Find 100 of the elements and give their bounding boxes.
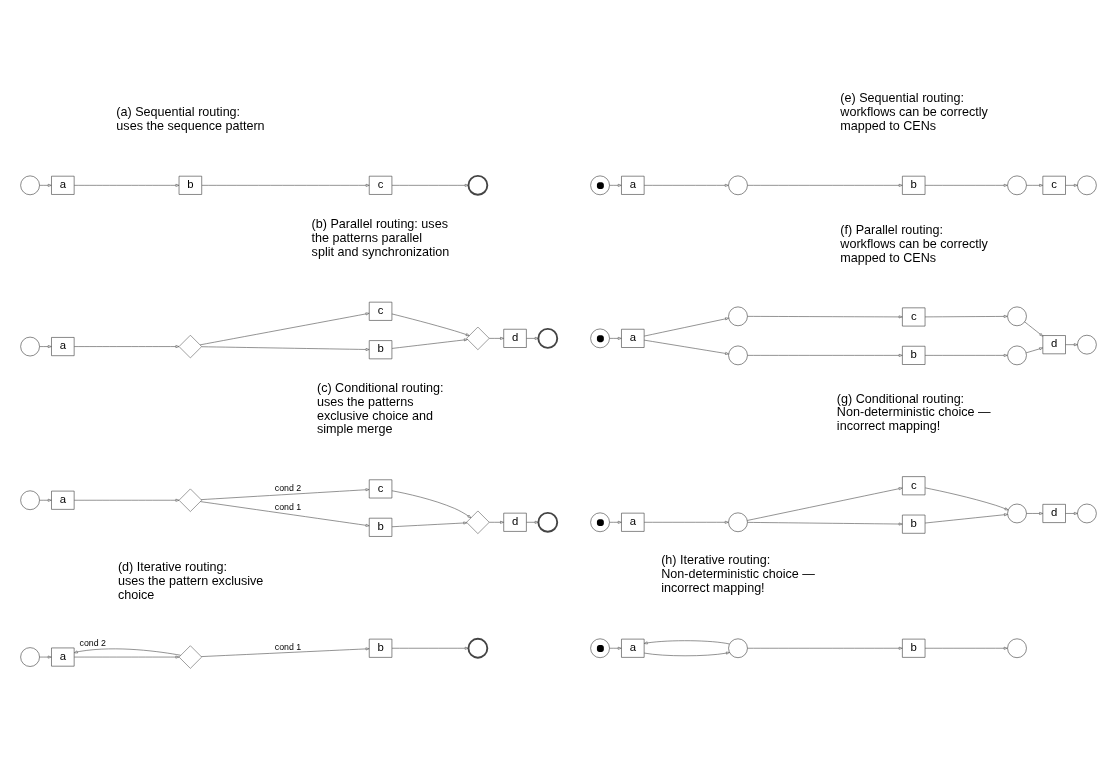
- node-circle: [1007, 638, 1027, 658]
- node-box: b: [902, 345, 926, 365]
- node-box: c: [1042, 175, 1066, 195]
- arrow: [643, 639, 730, 644]
- node-box: c: [368, 478, 393, 498]
- node-circle: [1077, 175, 1097, 195]
- arrow: [924, 646, 1008, 650]
- node-box: a: [621, 328, 645, 348]
- node-circle: [1007, 306, 1027, 326]
- arrow: [1025, 346, 1044, 353]
- node-circle: [728, 512, 748, 532]
- node-box: c: [368, 175, 393, 195]
- node-circle: [728, 306, 748, 326]
- arrow: [643, 183, 729, 187]
- node-box: b: [178, 175, 203, 195]
- node-diamond: [178, 334, 203, 358]
- node-circle: [590, 175, 610, 195]
- label: (h) Iterative routing: Non-deterministic choice — incorrect mapping!: [661, 552, 815, 595]
- arrow: [391, 338, 468, 349]
- arrow: [924, 183, 1008, 187]
- arrow: [747, 183, 903, 187]
- node-box: d: [1042, 503, 1066, 523]
- arrow: [73, 648, 181, 656]
- node-diamond: [178, 644, 203, 669]
- arrow: [488, 336, 504, 340]
- arrow: [73, 498, 180, 502]
- node-circle: [1007, 345, 1027, 365]
- arrow: [747, 315, 903, 318]
- arrow: [609, 646, 622, 650]
- node-circle: [590, 638, 610, 658]
- node-circle: [590, 328, 610, 348]
- arrow: [391, 646, 469, 650]
- arrow: [391, 521, 468, 527]
- node-circle: [728, 345, 748, 365]
- node-circle: [467, 174, 489, 196]
- node-box: a: [621, 175, 645, 195]
- arrow: [391, 183, 469, 187]
- label: (f) Parallel routing: workflows can be correctly mapped to CENs: [840, 222, 988, 265]
- node-circle: [537, 327, 559, 349]
- arrow: [747, 646, 903, 650]
- label: (d) Iterative routing: uses the pattern exclusive choice: [117, 559, 264, 602]
- edge-label: cond 2: [274, 482, 302, 493]
- arrow: [201, 183, 370, 187]
- arrow: [924, 314, 1008, 318]
- arrow: [200, 487, 370, 500]
- arrow: [643, 520, 729, 524]
- arrow: [643, 316, 729, 336]
- edge-label: cond 1: [274, 641, 302, 652]
- arrow: [609, 183, 622, 187]
- arrow: [200, 500, 370, 527]
- node-circle: [1007, 503, 1027, 523]
- node-box: c: [368, 301, 393, 321]
- arrow: [39, 183, 52, 187]
- arrow: [73, 655, 180, 658]
- arrow: [609, 520, 622, 524]
- arrow: [391, 313, 470, 336]
- arrow: [199, 312, 370, 345]
- arrow: [747, 521, 903, 525]
- node-box: d: [1042, 334, 1066, 354]
- label: (b) Parallel routing: uses the patterns parallel split and synchronization: [311, 216, 450, 259]
- node-box: b: [368, 638, 393, 658]
- arrow: [201, 345, 370, 351]
- node-circle: [1077, 503, 1097, 523]
- node-circle: [728, 638, 748, 658]
- arrow: [73, 183, 180, 187]
- arrow: [924, 512, 1008, 523]
- node-box: b: [902, 175, 926, 195]
- arrow: [201, 647, 370, 657]
- node-box: c: [902, 307, 926, 326]
- arrow: [39, 655, 52, 658]
- node-circle: [20, 489, 40, 510]
- arrow: [1065, 342, 1078, 346]
- arrow: [1026, 183, 1044, 187]
- arrow: [746, 486, 903, 521]
- arrow: [1065, 511, 1078, 515]
- node-circle: [537, 511, 559, 533]
- edge-label: cond 2: [79, 637, 106, 648]
- node-box: a: [51, 175, 75, 195]
- node-box: c: [902, 475, 926, 495]
- node-box: a: [51, 647, 75, 666]
- arrow: [526, 520, 539, 524]
- label: (e) Sequential routing: workflows can be correctly mapped to CENs: [840, 90, 988, 133]
- arrow: [747, 353, 903, 357]
- node-box: a: [51, 490, 75, 510]
- arrow: [609, 336, 622, 340]
- label: (g) Conditional routing: Non-deterministic choice — incorrect mapping!: [836, 391, 991, 433]
- node-circle: [20, 646, 40, 667]
- node-box: a: [621, 512, 645, 532]
- arrow: [39, 344, 52, 348]
- node-circle: [467, 637, 489, 659]
- arrow: [643, 651, 730, 656]
- arrow: [924, 487, 1009, 510]
- arrow: [1026, 511, 1044, 515]
- node-box: d: [503, 512, 527, 532]
- node-box: b: [902, 638, 926, 658]
- node-box: b: [368, 339, 393, 359]
- label: (a) Sequential routing: uses the sequence pattern: [116, 104, 265, 133]
- edge-label: cond 1: [274, 501, 302, 512]
- arrow: [488, 520, 504, 524]
- node-box: d: [503, 328, 527, 348]
